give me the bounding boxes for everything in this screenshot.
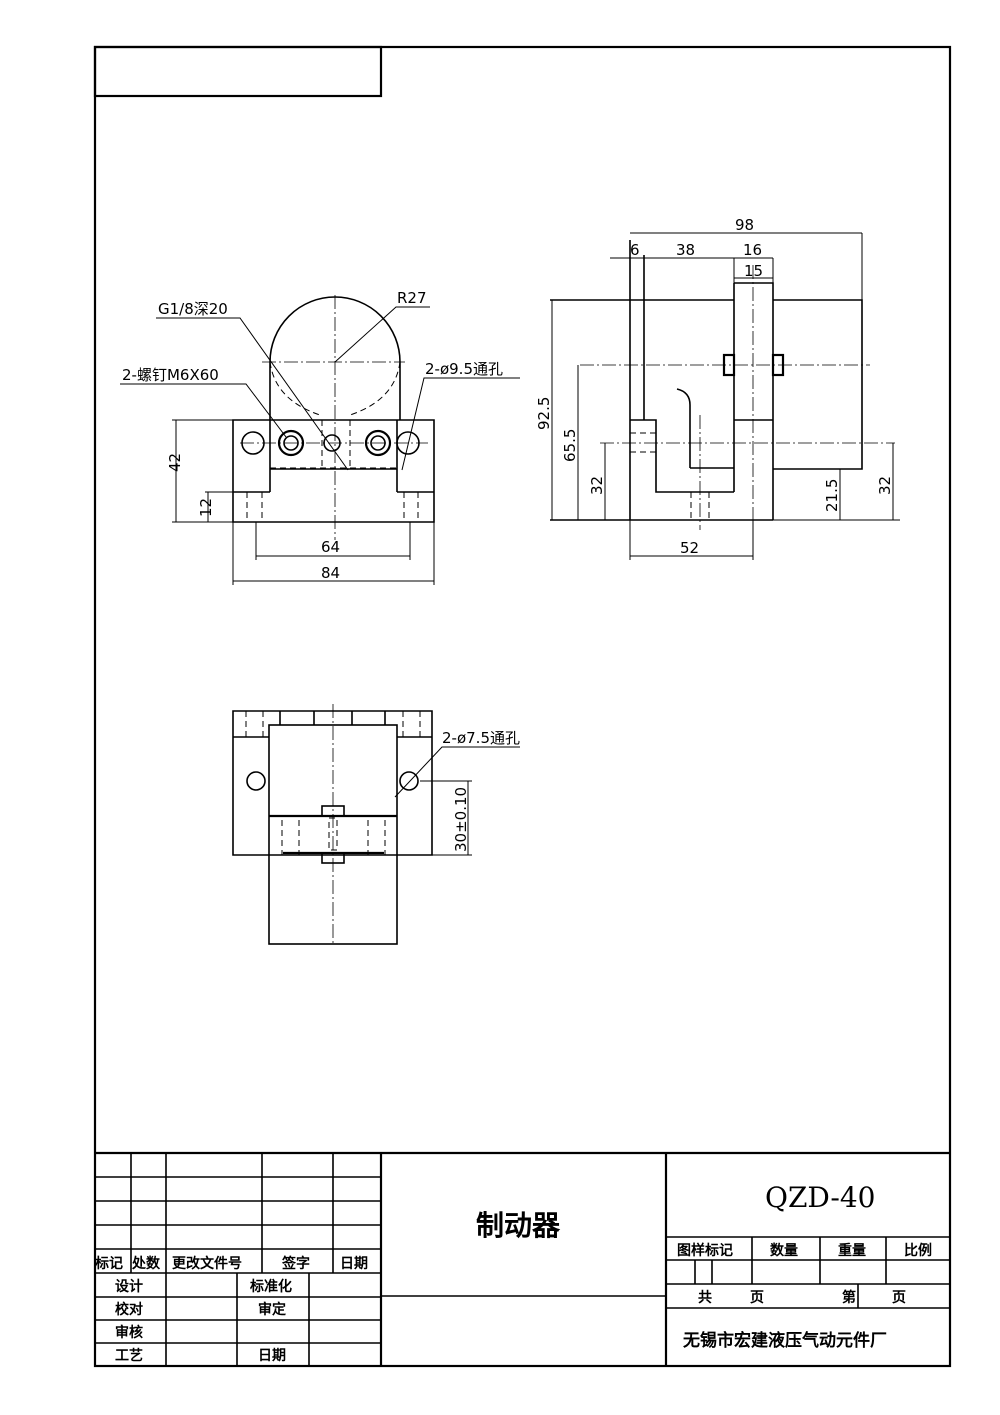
drawing-frame <box>93 45 952 1368</box>
port-g18 <box>323 434 341 452</box>
dim-64: 64 <box>321 538 340 556</box>
dim-16: 16 <box>743 241 762 259</box>
part-name: 制动器 <box>476 1209 561 1242</box>
label-pages: 页 <box>750 1290 764 1306</box>
through-hole-right <box>396 431 420 455</box>
note-hole: 2-ø9.5通孔 <box>425 360 503 378</box>
label-page: 页 <box>892 1290 906 1306</box>
dim-84: 84 <box>321 564 340 582</box>
label-process: 工艺 <box>115 1347 143 1364</box>
front-view: G1/8深20 2-螺钉M6X60 R27 2-ø9.5通孔 42 12 64 … <box>120 289 520 585</box>
dim-98: 98 <box>735 216 754 234</box>
dim-92-5: 92.5 <box>535 397 553 430</box>
label-check: 校对 <box>115 1301 143 1318</box>
header-date: 日期 <box>340 1256 368 1272</box>
title-block: 标记 处数 更改文件号 签字 日期 设计 标准化 校对 审定 审核 工艺 日期 … <box>94 1151 950 1366</box>
note-hole-7-5: 2-ø7.5通孔 <box>442 729 520 747</box>
header-quantity: 数量 <box>770 1242 798 1259</box>
label-total: 共 <box>698 1289 712 1306</box>
dim-32-right: 32 <box>876 476 894 495</box>
screw-left <box>277 429 305 457</box>
header-weight: 重量 <box>838 1242 866 1259</box>
dim-21-5: 21.5 <box>823 479 841 512</box>
through-hole-left <box>241 431 265 455</box>
top-view: 2-ø7.5通孔 30±0.10 <box>232 704 520 945</box>
dim-32-left: 32 <box>588 476 606 495</box>
drawing-code: QZD-40 <box>765 1181 875 1214</box>
dim-42: 42 <box>166 453 184 472</box>
dim-52: 52 <box>680 539 699 557</box>
screw-right <box>364 429 392 457</box>
header-mark: 标记 <box>94 1255 123 1272</box>
label-date: 日期 <box>258 1348 286 1364</box>
note-r27: R27 <box>397 289 427 307</box>
dim-6: 6 <box>630 241 640 259</box>
note-screw: 2-螺钉M6X60 <box>122 366 219 384</box>
label-approve: 审定 <box>258 1301 286 1318</box>
dim-12: 12 <box>197 498 215 517</box>
dim-65-5: 65.5 <box>561 429 579 462</box>
label-standardization: 标准化 <box>249 1278 292 1295</box>
dim-38: 38 <box>676 241 695 259</box>
label-review: 审核 <box>115 1324 143 1341</box>
label-design: 设计 <box>115 1278 143 1295</box>
header-signature: 签字 <box>281 1255 310 1272</box>
dim-15: 15 <box>744 262 763 280</box>
company-name: 无锡市宏建液压气动元件厂 <box>682 1330 887 1351</box>
header-change-doc: 更改文件号 <box>172 1255 242 1272</box>
note-g18: G1/8深20 <box>158 300 228 318</box>
code-box <box>93 45 383 98</box>
header-sample-mark: 图样标记 <box>677 1242 733 1259</box>
side-view: 98 6 38 16 15 92.5 65.5 32 21.5 32 52 <box>535 216 900 560</box>
dim-30: 30±0.10 <box>452 787 470 852</box>
header-scale: 比例 <box>904 1242 932 1259</box>
label-page-no: 第 <box>842 1289 856 1306</box>
header-count: 处数 <box>131 1255 161 1272</box>
